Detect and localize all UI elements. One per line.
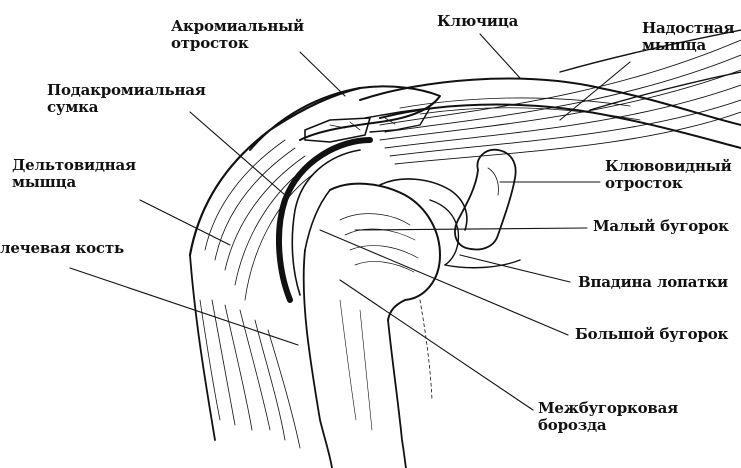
label-intertubercular-groove-line1: Межбугорковая — [538, 399, 679, 417]
label-glenoid: Впадина лопатки — [578, 273, 728, 291]
label-supraspinatus: Надостная мышца — [642, 19, 735, 54]
humerus-shaft — [302, 249, 433, 468]
label-coracoid: Клювовидный отросток — [605, 158, 732, 192]
label-coracoid-line1: Клювовидный — [605, 157, 732, 175]
label-acromion: Акромиальный отросток — [171, 18, 304, 52]
label-deltoid-line1: Дельтовидная — [12, 156, 136, 174]
label-deltoid-line2: мышца — [12, 173, 76, 191]
coracoid-process — [454, 148, 517, 251]
label-subacromial-bursa-line2: сумка — [47, 98, 99, 116]
label-supraspinatus-line2: мышца — [642, 36, 706, 54]
label-subacromial-bursa-line1: Подакромиальная — [47, 81, 206, 99]
label-clavicle: Ключица — [437, 12, 519, 30]
label-deltoid: Дельтовидная мышца — [12, 157, 136, 191]
label-lesser-tubercle: Малый бугорок — [593, 217, 729, 235]
label-acromion-line1: Акромиальный — [171, 17, 304, 35]
glenoid-cavity — [379, 178, 521, 269]
acromion-bone — [249, 85, 441, 151]
label-greater-tubercle: Большой бугорок — [575, 325, 729, 343]
supraspinatus-muscle — [379, 29, 741, 165]
leader-lines — [69, 33, 631, 411]
deltoid-muscle — [188, 86, 362, 449]
label-humerus: лечевая кость — [0, 239, 124, 257]
label-coracoid-line2: отросток — [605, 174, 683, 192]
label-intertubercular-groove-line2: борозда — [538, 416, 607, 434]
label-subacromial-bursa: Подакромиальная сумка — [47, 82, 206, 116]
subacromial-bursa — [276, 137, 373, 303]
label-intertubercular-groove: Межбугорковая борозда — [538, 400, 678, 434]
label-acromion-line2: отросток — [171, 34, 249, 52]
label-supraspinatus-line1: Надостная — [642, 19, 735, 37]
